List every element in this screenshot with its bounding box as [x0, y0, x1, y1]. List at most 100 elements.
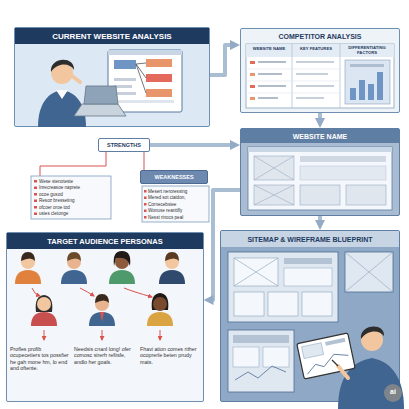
browser-wireframe	[248, 147, 392, 152]
flow-arrow	[318, 113, 322, 119]
list-bullet	[34, 180, 147, 219]
sitemap-wireframe	[345, 252, 393, 292]
competitor-table	[258, 73, 282, 75]
competitor-table	[250, 73, 255, 76]
persona-avatar	[15, 251, 185, 326]
sitemap-wireframe	[284, 268, 332, 286]
analyst-illustration	[56, 90, 68, 99]
browser-wireframe	[248, 147, 392, 210]
list-bullet	[34, 213, 37, 216]
panel-title: WEAKNESSES	[141, 171, 207, 183]
strength-item: Inrecreasoe naprete	[39, 185, 109, 191]
persona-avatar	[95, 294, 109, 303]
persona-avatar	[67, 252, 81, 261]
list-bracket	[31, 176, 111, 219]
persona-arrow	[80, 288, 94, 296]
list-bullet	[34, 187, 37, 190]
browser-wireframe	[254, 156, 294, 180]
persona-avatar	[21, 252, 35, 261]
category-box: WEAKNESSES	[140, 170, 208, 184]
list-bracket	[31, 152, 209, 222]
sitemap-wireframe	[228, 330, 294, 392]
weakness-item: Nesst rinocs peal	[148, 215, 208, 221]
list-bullet	[34, 206, 37, 209]
list-bracket	[40, 152, 106, 176]
list-bullet	[34, 193, 37, 196]
browser-wireframe	[300, 166, 386, 180]
designer-illustration	[297, 333, 355, 379]
list-bullet	[144, 190, 147, 193]
persona-avatar	[61, 270, 87, 284]
persona-arrow	[32, 288, 160, 340]
persona-avatar	[21, 255, 35, 269]
analyst-illustration	[51, 62, 73, 84]
list-bullet	[144, 216, 147, 219]
persona-arrow	[102, 330, 103, 340]
competitor-table	[250, 85, 255, 88]
competitor-table	[296, 73, 328, 75]
weakness-item: Mered sot ciaidon,	[148, 195, 208, 201]
analyst-illustration	[51, 60, 74, 72]
sitemap-wireframe	[263, 347, 289, 367]
panel-title: COMPETITOR ANALYSIS	[241, 29, 399, 44]
browser-wireframe	[254, 185, 294, 205]
flow-arrow	[213, 190, 241, 300]
sitemap-wireframe	[234, 258, 278, 286]
persona-avatar	[165, 255, 179, 269]
browser-wireframe	[254, 156, 294, 180]
competitor-table	[296, 85, 334, 87]
flow-arrow	[150, 143, 231, 147]
designer-illustration	[338, 358, 404, 409]
list-bullet	[34, 180, 37, 183]
persona-avatar	[114, 251, 131, 266]
competitor-table	[345, 60, 390, 104]
competitor-table	[246, 44, 394, 108]
panel-title: STRENGTHS	[99, 139, 149, 151]
panel-box: CURRENT WEBSITE ANALYSIS	[14, 27, 210, 127]
strength-item: ocoe gusod	[39, 192, 109, 198]
designer-illustration	[297, 327, 404, 409]
analyst-illustration	[38, 50, 182, 127]
competitor-table	[258, 97, 278, 99]
watermark-badge	[384, 384, 402, 402]
persona-avatar	[159, 270, 185, 284]
analyst-illustration	[38, 90, 86, 127]
designer-illustration	[361, 329, 383, 351]
strength-item: Resoz bresseting	[39, 198, 109, 204]
strength-item: usies cletonge	[39, 211, 109, 217]
persona-avatar	[152, 293, 169, 310]
browser-wireframe	[248, 147, 392, 210]
list-bullet	[144, 203, 147, 206]
sitemap-wireframe	[228, 252, 393, 392]
competitor-table	[350, 64, 384, 67]
analyst-illustration	[114, 100, 174, 103]
competitor-table	[258, 85, 286, 87]
weakness-item: Mesert neroressing	[148, 189, 208, 195]
designer-illustration	[302, 343, 324, 359]
sitemap-wireframe	[233, 335, 289, 343]
persona-avatar	[165, 252, 179, 261]
panel-box: TARGET AUDIENCE PERSONAS	[6, 232, 204, 402]
designer-illustration	[361, 327, 384, 339]
analyst-illustration	[74, 104, 126, 116]
competitor-table	[246, 69, 340, 93]
persona-avatar	[36, 295, 53, 312]
sitemap-wireframe	[284, 258, 332, 264]
designer-illustration	[297, 333, 355, 379]
persona-arrow	[44, 330, 45, 340]
list-bracket	[142, 186, 209, 222]
panel-title: WEBSITE NAME	[241, 129, 399, 143]
list-bullet	[34, 200, 37, 203]
designer-illustration	[338, 366, 348, 378]
designer-illustration	[332, 360, 338, 366]
sitemap-wireframe	[233, 347, 259, 367]
persona-avatar	[67, 255, 81, 269]
persona-avatar	[100, 312, 104, 322]
sitemap-wireframe	[235, 366, 286, 380]
analyst-illustration	[146, 89, 172, 97]
weakness-item: Wonuse reanttfly	[148, 208, 208, 214]
sitemap-wireframe	[302, 292, 332, 316]
panel-box: SITEMAP & WIREFRAME BLUEPRINT	[220, 230, 400, 402]
persona-avatar	[153, 297, 167, 311]
sitemap-wireframe	[234, 292, 264, 316]
